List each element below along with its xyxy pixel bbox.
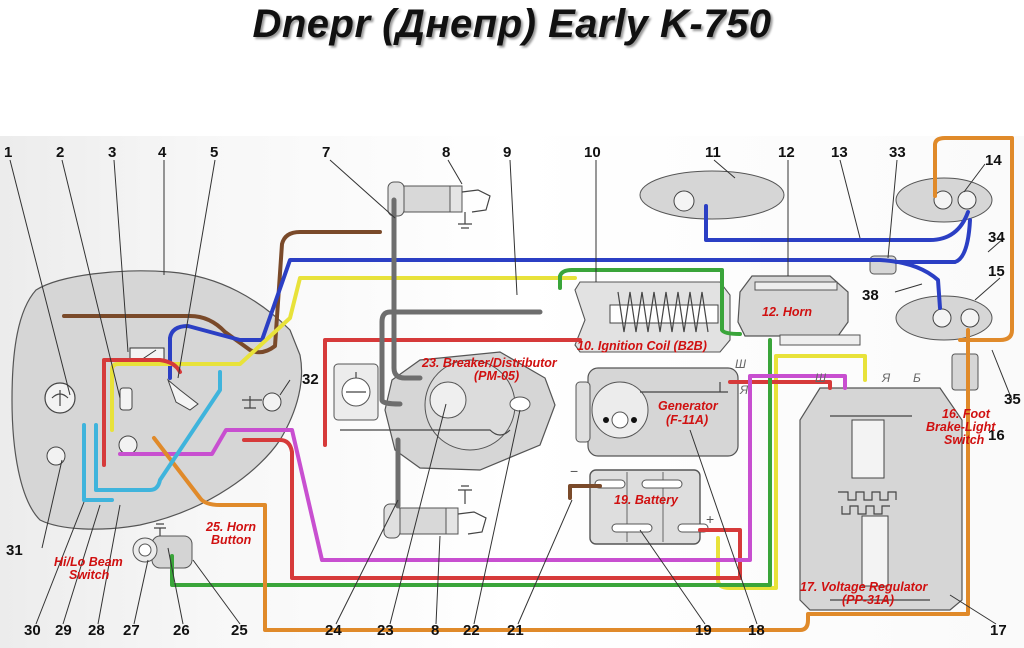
spark-plug-top bbox=[387, 181, 491, 229]
label-generator-2: (F-11A) bbox=[666, 413, 708, 427]
callout-24: 24 bbox=[325, 622, 342, 639]
label-foot-2: Brake-Light bbox=[926, 420, 996, 434]
callout-17: 17 bbox=[990, 622, 1007, 639]
terminal-sh: Ш bbox=[735, 357, 747, 371]
terminal-minus: − bbox=[570, 463, 578, 479]
callout-7: 7 bbox=[322, 144, 330, 161]
parking-bulb bbox=[46, 446, 66, 466]
callout-8-bottom: 8 bbox=[431, 622, 439, 639]
headlight-bulb bbox=[44, 382, 76, 414]
callout-10: 10 bbox=[584, 144, 601, 161]
terminal-ya: Я bbox=[739, 383, 749, 397]
callout-23: 23 bbox=[377, 622, 394, 639]
callout-31: 31 bbox=[6, 542, 23, 559]
label-beam-1: Hi/Lo Beam bbox=[54, 555, 123, 569]
label-breaker-1: 23. Breaker/Distributor bbox=[421, 356, 558, 370]
label-battery: 19. Battery bbox=[614, 493, 679, 507]
battery bbox=[589, 469, 709, 545]
label-horn: 12. Horn bbox=[762, 305, 812, 319]
label-generator-1: Generator bbox=[658, 399, 719, 413]
ignition-coil bbox=[574, 281, 731, 353]
wire-red-bottom bbox=[242, 438, 742, 580]
diagram-title: Dnepr (Днепр) Early K-750 bbox=[252, 2, 772, 46]
callout-25: 25 bbox=[231, 622, 248, 639]
speedometer-lamp bbox=[118, 435, 138, 455]
wire-orange bbox=[152, 136, 1014, 632]
callout-35: 35 bbox=[1004, 391, 1021, 408]
wire-red bbox=[102, 358, 182, 467]
callout-8: 8 bbox=[442, 144, 450, 161]
callout-32: 32 bbox=[302, 371, 319, 388]
label-regulator-1: 17. Voltage Regulator bbox=[800, 580, 928, 594]
callout-1: 1 bbox=[4, 144, 12, 161]
callout-3: 3 bbox=[108, 144, 116, 161]
terminal-b: Б bbox=[913, 371, 921, 385]
wire-red-gen bbox=[728, 380, 832, 390]
callout-15: 15 bbox=[988, 263, 1005, 280]
wire-magenta bbox=[118, 374, 847, 562]
sidecar-light-11 bbox=[639, 170, 785, 220]
wire-cyan bbox=[82, 370, 222, 502]
terminal-sh2: Ш bbox=[815, 371, 827, 385]
callout-14: 14 bbox=[985, 152, 1002, 169]
label-ignition-coil: 10. Ignition Coil (B2B) bbox=[577, 339, 707, 353]
lamp-32 bbox=[242, 392, 282, 412]
voltage-regulator bbox=[799, 387, 963, 611]
callout-26: 26 bbox=[173, 622, 190, 639]
ignition-switch bbox=[132, 523, 193, 569]
callout-2: 2 bbox=[56, 144, 64, 161]
label-regulator-2: (PP-31A) bbox=[842, 593, 894, 607]
spark-plug-bottom bbox=[383, 485, 487, 539]
condenser bbox=[333, 363, 379, 421]
wire-blue bbox=[168, 258, 942, 380]
callout-33: 33 bbox=[889, 144, 906, 161]
callout-19: 19 bbox=[695, 622, 712, 639]
callout-29: 29 bbox=[55, 622, 72, 639]
breaker-distributor bbox=[340, 351, 556, 471]
callout-34: 34 bbox=[988, 229, 1005, 246]
wire-brown-battery bbox=[568, 484, 602, 500]
horn bbox=[737, 275, 861, 346]
label-beam-2: Switch bbox=[69, 568, 110, 582]
wire-gray bbox=[379, 197, 543, 509]
callout-4: 4 bbox=[158, 144, 167, 161]
wire-brown bbox=[62, 230, 382, 355]
generator bbox=[575, 367, 739, 457]
leader-lines bbox=[9, 159, 1013, 625]
callout-11: 11 bbox=[705, 144, 721, 161]
label-breaker-2: (PM-05) bbox=[474, 369, 519, 383]
label-horn-button-1: 25. Horn bbox=[205, 520, 256, 534]
brake-light-switch bbox=[951, 353, 979, 391]
wire-yellow-reg bbox=[716, 354, 867, 590]
callout-5: 5 bbox=[210, 144, 218, 161]
wire-yellow bbox=[110, 276, 577, 432]
wire-red-main bbox=[323, 338, 582, 447]
wire-blue-13 bbox=[704, 204, 970, 242]
callout-30: 30 bbox=[24, 622, 41, 639]
callout-22: 22 bbox=[463, 622, 480, 639]
wire-blue-34 bbox=[894, 218, 972, 264]
terminal-plus: + bbox=[706, 511, 714, 527]
label-foot-3: Switch bbox=[944, 433, 985, 447]
callout-28: 28 bbox=[88, 622, 105, 639]
callout-21: 21 bbox=[507, 622, 524, 639]
callout-38: 38 bbox=[862, 287, 879, 304]
label-foot-1: 16. Foot bbox=[942, 407, 991, 421]
callout-18: 18 bbox=[748, 622, 765, 639]
wires bbox=[62, 136, 1014, 632]
label-horn-button-2: Button bbox=[211, 533, 252, 547]
callout-27: 27 bbox=[123, 622, 140, 639]
callout-9: 9 bbox=[503, 144, 511, 161]
terminal-ya2: Я bbox=[881, 371, 891, 385]
callout-13: 13 bbox=[831, 144, 848, 161]
callout-12: 12 bbox=[778, 144, 795, 161]
callout-16: 16 bbox=[988, 427, 1005, 444]
